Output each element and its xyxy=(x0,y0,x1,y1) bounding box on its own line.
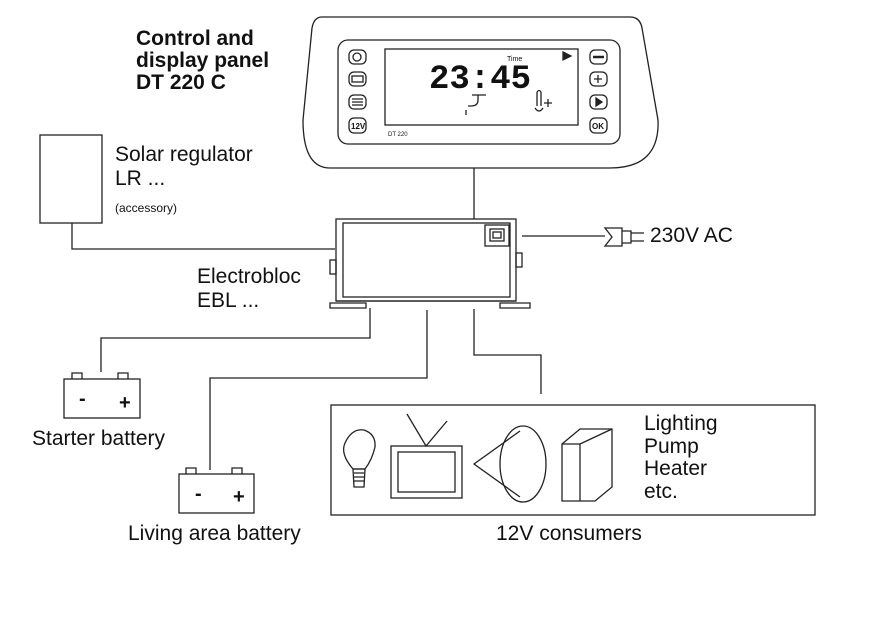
control-panel-title-line: DT 220 C xyxy=(136,71,226,94)
panel-left-buttons xyxy=(348,49,367,134)
living-battery-wire xyxy=(209,310,428,470)
solar-regulator-box xyxy=(39,134,103,224)
consumers-title: 12V consumers xyxy=(496,522,642,545)
electrobloc-label-line: Electrobloc xyxy=(197,265,301,288)
living-area-battery xyxy=(178,467,255,514)
tap-icon xyxy=(465,94,486,115)
button-12v-label: 12V xyxy=(351,122,366,131)
display-time-label: Time xyxy=(507,56,522,63)
consumer-item: Heater xyxy=(644,457,708,480)
consumer-item: Lighting xyxy=(644,412,718,435)
panel-model: DT 220 xyxy=(388,132,408,138)
thermometer-icon xyxy=(534,89,552,112)
button-ok-label: OK xyxy=(592,122,604,131)
play-indicator-icon xyxy=(562,50,573,62)
mains-plug-icon xyxy=(603,227,644,247)
tv-icon xyxy=(390,413,463,499)
bulb-icon xyxy=(342,429,376,488)
starter-battery xyxy=(63,372,141,419)
mains-label: 230V AC xyxy=(650,224,733,247)
electrobloc-label: Electrobloc EBL ... xyxy=(197,265,301,313)
display-time: 23:45 xyxy=(429,61,531,99)
living-battery-plus: + xyxy=(233,486,245,508)
starter-battery-wire xyxy=(100,308,371,372)
heater-icon xyxy=(561,428,613,502)
starter-battery-plus: + xyxy=(119,392,131,414)
control-display-panel xyxy=(302,16,659,169)
consumers-wire xyxy=(473,309,542,394)
consumer-item: etc. xyxy=(644,479,678,503)
starter-battery-minus: - xyxy=(79,388,86,410)
electrobloc-unit xyxy=(329,218,531,309)
control-panel-title: Control and display panel DT 220 C xyxy=(136,28,269,94)
solar-regulator-note: (accessory) xyxy=(115,201,178,215)
solar-regulator-label-line: Solar regulator xyxy=(115,143,253,166)
living-battery-label: Living area battery xyxy=(128,522,301,545)
control-panel-title-line: Control and xyxy=(136,27,254,50)
living-battery-minus: - xyxy=(195,483,202,505)
consumer-item: Pump xyxy=(644,434,699,458)
consumers-box xyxy=(330,404,816,516)
solar-to-electrobloc-wire xyxy=(71,223,335,250)
control-panel-title-line: display panel xyxy=(136,49,270,72)
pump-icon xyxy=(472,425,547,503)
solar-regulator-label: Solar regulator LR ... xyxy=(115,143,253,191)
mains-socket-icon xyxy=(484,224,510,247)
starter-battery-label: Starter battery xyxy=(32,427,166,450)
electrobloc-label-line: EBL ... xyxy=(197,289,260,312)
solar-regulator-label-line: LR ... xyxy=(115,167,166,190)
consumers-list: Lighting Pump Heater etc. xyxy=(644,412,718,503)
panel-right-buttons xyxy=(589,49,608,134)
